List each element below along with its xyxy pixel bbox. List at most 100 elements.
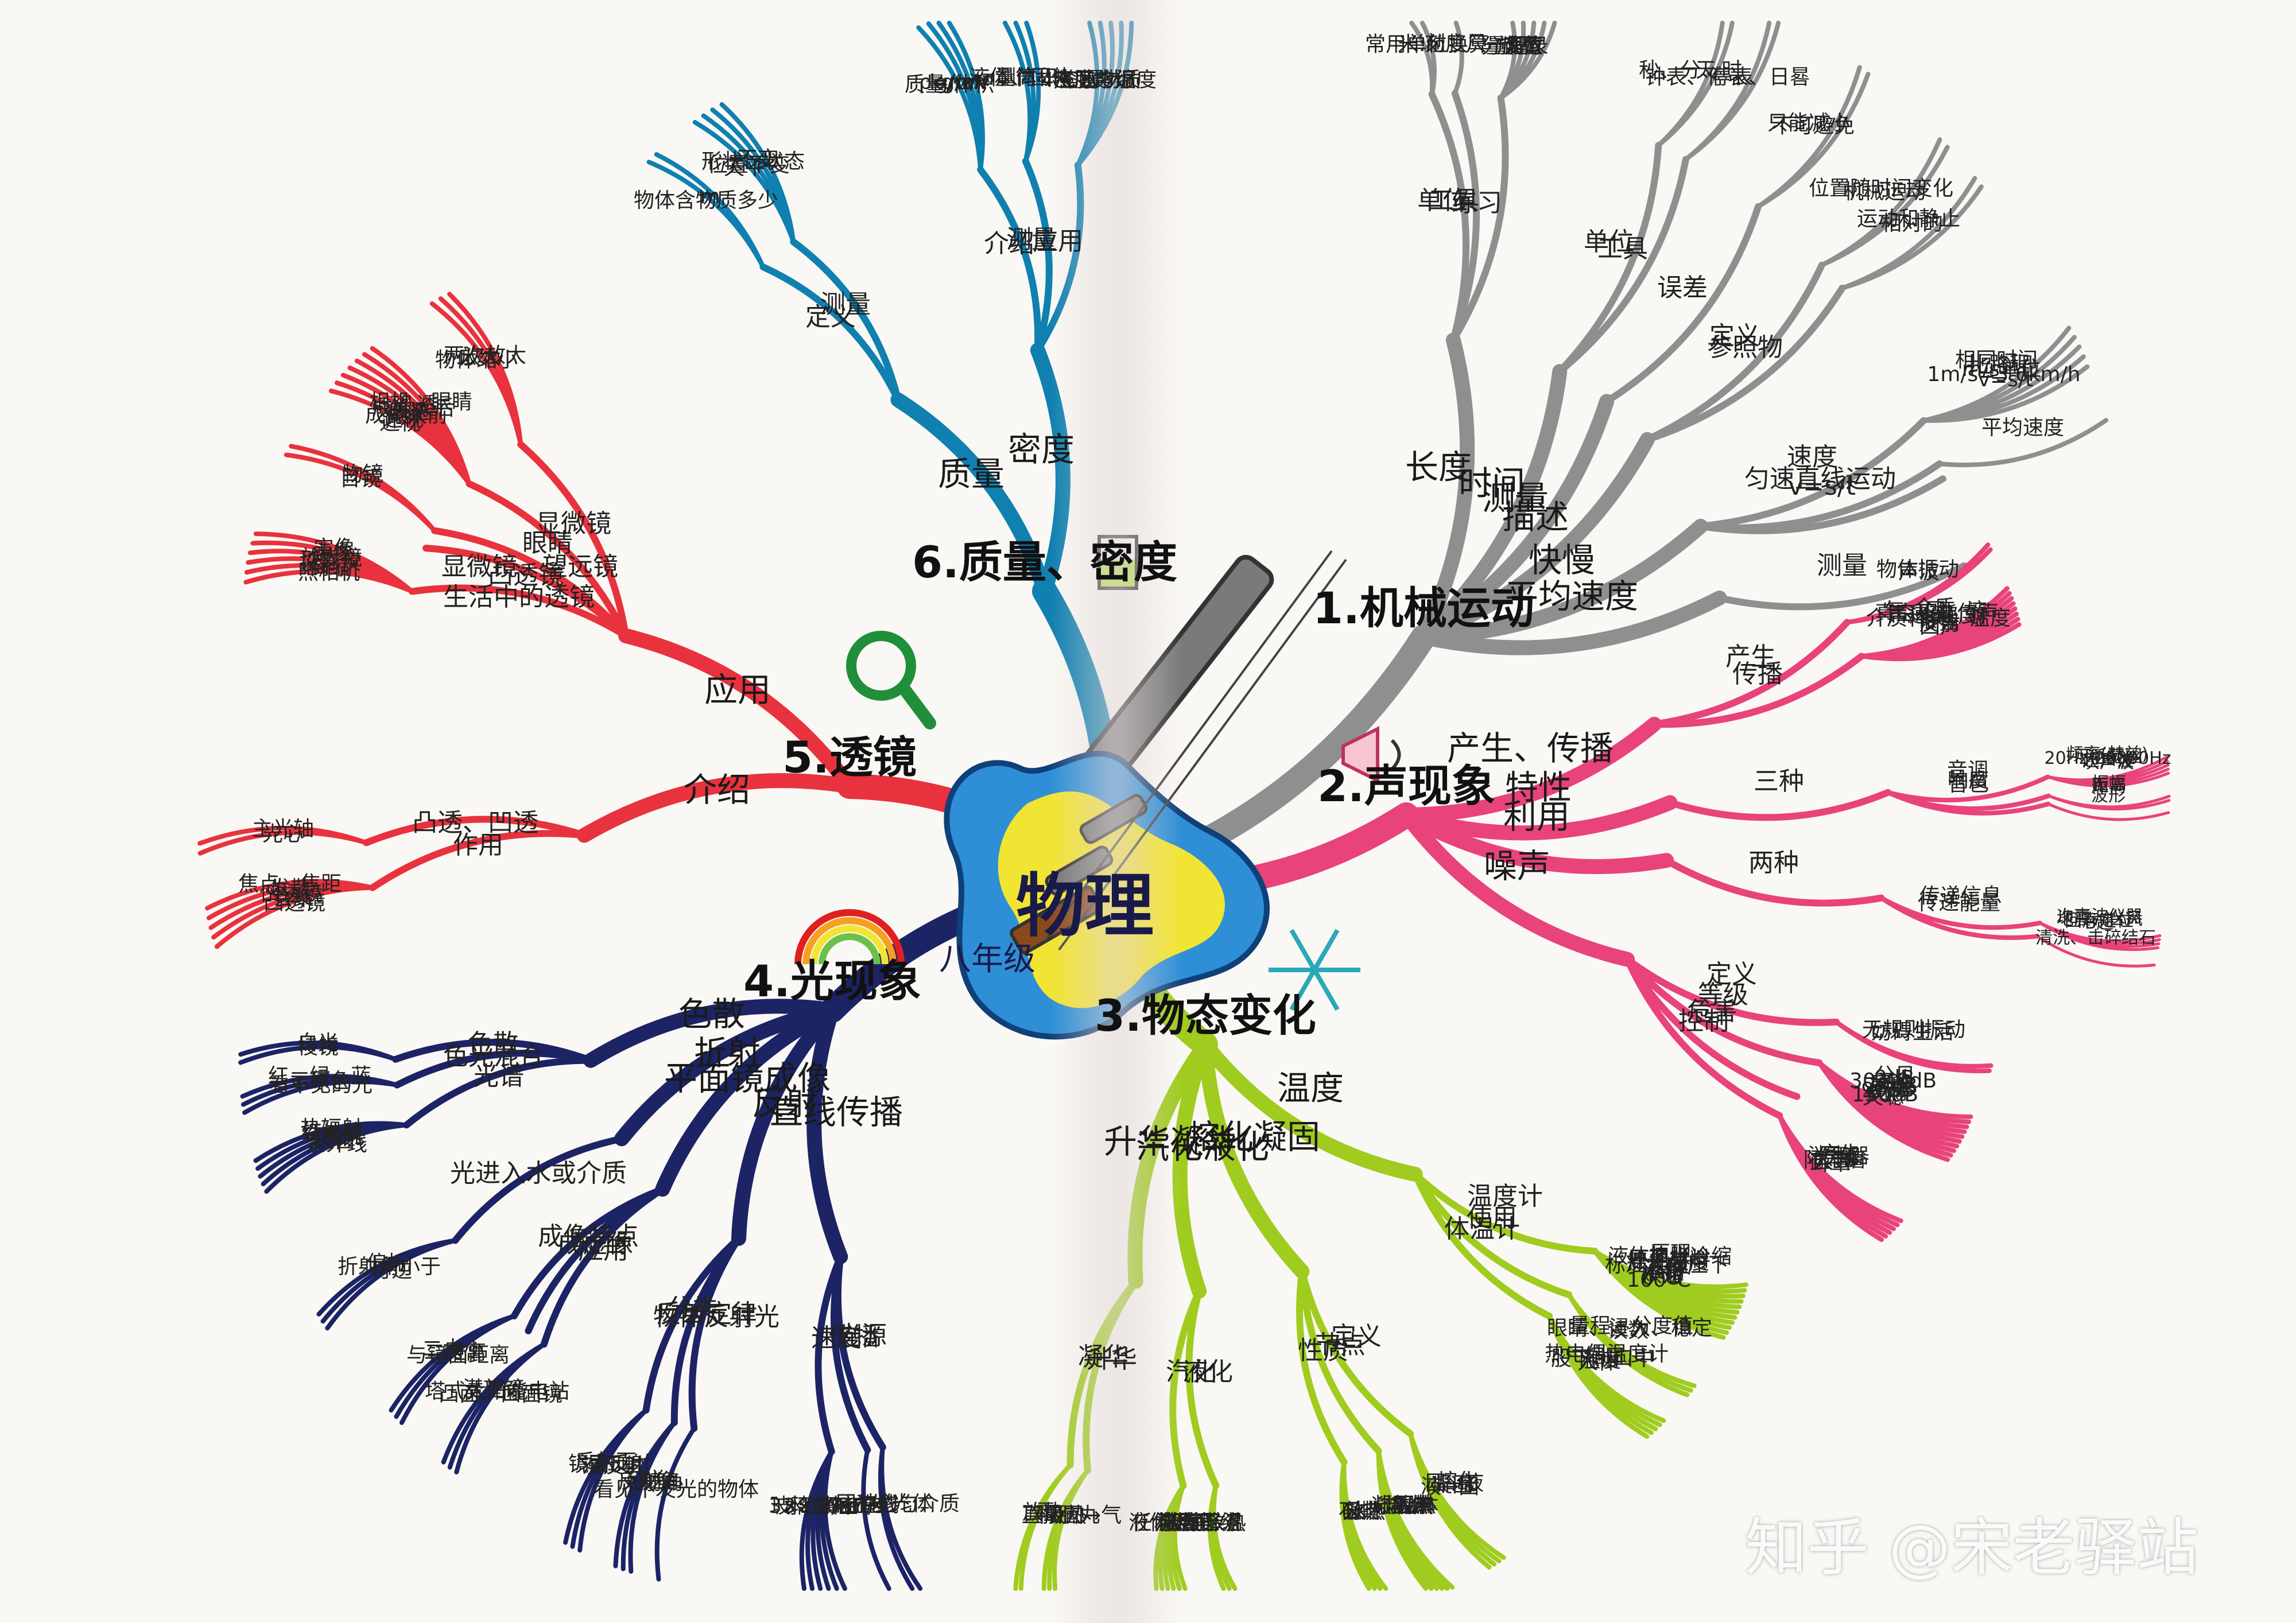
speaker-icon: [1341, 726, 1401, 783]
sound-node-label: 传播: [1732, 659, 1783, 689]
light-node-label: 直线: [857, 1493, 899, 1517]
state-main-branch: [1198, 1037, 1423, 1182]
light-branch: [451, 1135, 626, 1244]
state-node-label: 吸热: [1045, 1504, 1087, 1527]
light-node-label: 真空: [817, 1494, 859, 1518]
sound-node-label: 频率(赫兹): [2066, 744, 2148, 764]
state-branch: [1592, 1249, 1726, 1340]
motion-branch: [1556, 156, 1689, 375]
light-node-label: 成像特点: [538, 1222, 639, 1251]
lens-branch: [370, 346, 472, 486]
motion-node-label: 测量: [1817, 551, 1867, 580]
state-node-label: 熔点: [1384, 1494, 1426, 1517]
sound-main-branch: [1399, 807, 1635, 967]
sound-node-label: 回声定位: [2065, 911, 2134, 931]
motion-branch: [1449, 90, 1480, 344]
watermark: 知乎 @宋老驿站: [1745, 1512, 2199, 1584]
light-node-label: 3×10⁸m/s: [782, 1494, 886, 1518]
state-branch: [1411, 1171, 1599, 1255]
sound-node-label: 70dB: [1864, 1074, 1918, 1097]
light-branch: [878, 1445, 915, 1591]
sound-node-label: 真空不能传声: [1874, 601, 1999, 625]
light-node-label: 反射面: [574, 1450, 637, 1474]
state-node-label: 液体表面: [1128, 1511, 1212, 1535]
sound-node-label: 次声波仪器: [2057, 907, 2143, 927]
sound-node-label: 传递信息: [1919, 884, 2003, 908]
state-node-label: 性质: [1298, 1336, 1348, 1365]
light-node-label: 灭菌: [313, 1129, 356, 1152]
density-node-label: 液体、固体: [968, 66, 1073, 90]
motion-branch: [1937, 418, 2109, 468]
sound-item-label: 利用: [1503, 797, 1570, 836]
lens-branch: [197, 825, 369, 846]
state-item-label: 升华凝华: [1103, 1122, 1238, 1161]
motion-node-label: 停表: [1711, 65, 1754, 89]
density-node-label: 位置不变: [707, 153, 790, 177]
motion-node-label: 不可避免: [1771, 114, 1855, 138]
light-node-label: 光源: [836, 1321, 887, 1350]
state-branch: [1296, 1268, 1348, 1466]
sound-node-label: 产生: [1725, 642, 1776, 671]
motion-branch: [1716, 562, 1968, 611]
sound-node-label: 地震、台风: [2057, 909, 2143, 929]
light-node-label: 二大小: [421, 1337, 484, 1361]
state-node-label: 煤油: [1641, 1264, 1684, 1287]
light-node-label: 反射角: [617, 1470, 680, 1493]
density-item-label: 密度: [1007, 430, 1075, 469]
light-branch: [392, 1039, 595, 1064]
density-item-label: 质量: [937, 455, 1005, 494]
motion-branch: [1756, 71, 1871, 209]
sound-node-label: 等级: [1698, 980, 1748, 1009]
sound-node-label: 传播: [1816, 1146, 1858, 1170]
light-node-label: 紫外线: [305, 1132, 368, 1156]
light-branch: [240, 1074, 400, 1099]
light-main-branch: [583, 999, 840, 1068]
lens-node-label: 凸透、凹透: [412, 808, 538, 837]
light-node-label: 玻璃 2/3C: [770, 1494, 866, 1518]
sound-node-label: 90dB: [1861, 1078, 1915, 1102]
light-branch: [441, 1342, 546, 1465]
motion-branch: [1498, 21, 1557, 100]
light-node-label: 二距离: [424, 1341, 487, 1364]
sound-node-label: 耳罩: [1809, 1152, 1852, 1175]
lens-node-label: 会聚: [272, 887, 315, 910]
sound-branch: [2046, 802, 2170, 821]
density-node-label: 不变: [736, 147, 779, 171]
lens-node-label: 作用: [453, 830, 503, 860]
sound-branch: [1844, 547, 1993, 625]
state-node-label: 100°C: [1627, 1268, 1691, 1292]
state-node-label: 放热: [1344, 1500, 1386, 1523]
lens-node-label: 近视: [379, 411, 421, 435]
motion-branch: [1697, 417, 1927, 530]
motion-main-branch: [1416, 432, 1655, 644]
light-node-label: 潜望镜: [462, 1377, 525, 1401]
state-node-label: 温度计: [1467, 1182, 1543, 1211]
state-node-label: 石蜡: [1338, 1500, 1380, 1523]
sound-branch: [1650, 619, 1851, 728]
density-node-label: 水: [1078, 68, 1100, 92]
motion-main-branch: [1416, 364, 1568, 644]
motion-node-label: 工具: [1597, 234, 1648, 263]
state-node-label: 酒精: [1643, 1259, 1686, 1282]
density-branch: [947, 21, 985, 172]
motion-branch: [1452, 21, 1464, 96]
lens-node-label: 远视: [382, 407, 424, 431]
motion-node-label: 1m/s=3.6km/h: [1927, 363, 2081, 386]
magnifier-icon: [846, 631, 936, 729]
lens-node-label: 投影仪: [298, 551, 362, 574]
state-node-label: 原理材料: [1627, 1248, 1711, 1271]
light-branch: [510, 1186, 666, 1319]
sound-node-label: 可听范围: [2073, 747, 2142, 767]
sound-node-label: 无规则振动: [1861, 1018, 1966, 1042]
density-node-label: 天平: [723, 156, 766, 180]
light-node-label: 速度: [811, 1323, 862, 1353]
light-main-branch: [614, 1003, 840, 1147]
density-node-label: 量筒: [994, 66, 1037, 90]
lens-item-label: 应用: [704, 670, 771, 709]
motion-node-label: v=s/t: [1977, 368, 2034, 391]
sound-item-label: 特性: [1504, 768, 1572, 807]
state-node-label: 冰: [1345, 1500, 1367, 1523]
lens-branch: [369, 830, 588, 891]
state-item-label: 熔化凝固: [1186, 1117, 1321, 1156]
sound-node-label: 两种: [1748, 848, 1799, 877]
